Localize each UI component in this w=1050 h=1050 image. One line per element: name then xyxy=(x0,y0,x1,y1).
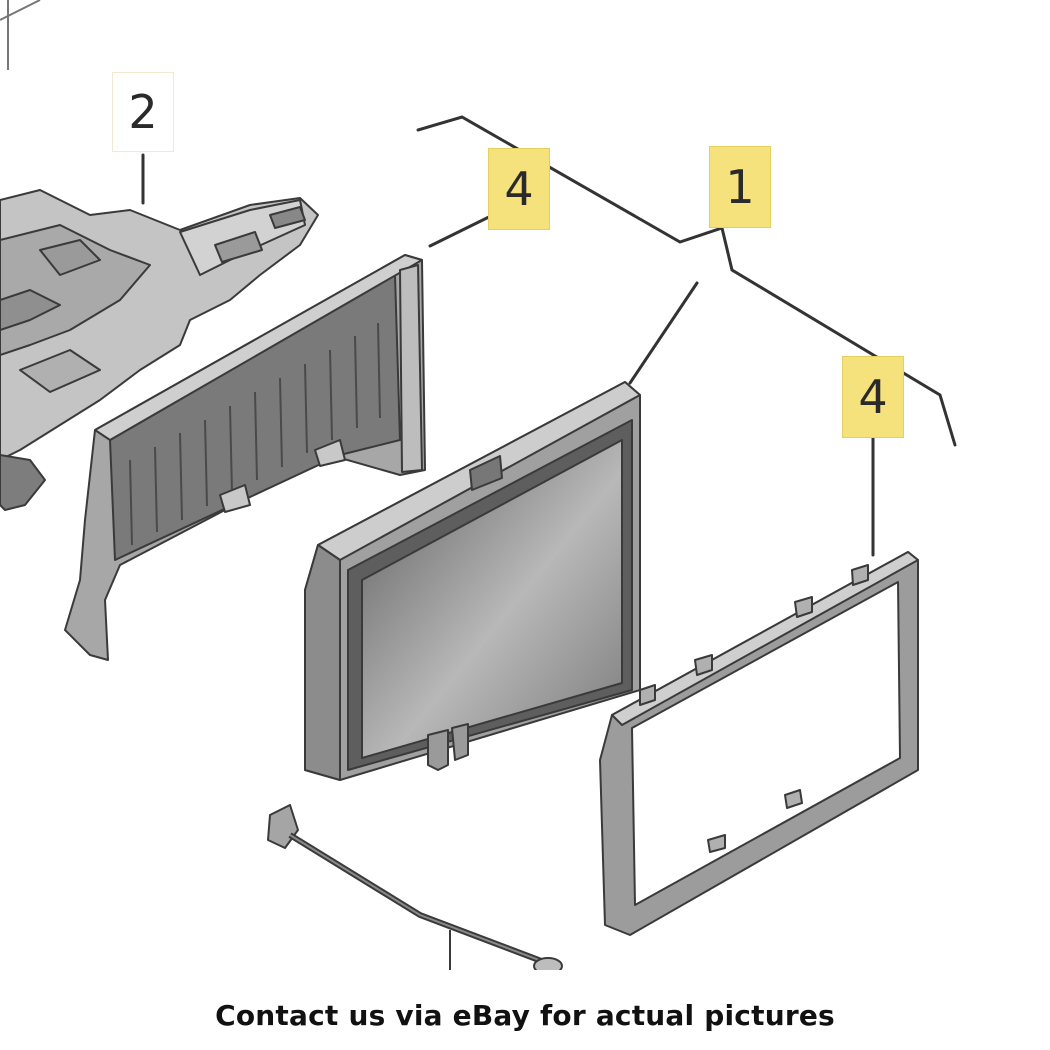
neighbor-part-fragment xyxy=(0,0,41,70)
cable-harness xyxy=(267,804,563,970)
callout-part-2: 2 xyxy=(112,72,174,152)
callout-part-4-left: 4 xyxy=(488,148,550,230)
callout-part-1: 1 xyxy=(709,146,771,228)
part-4-rear-housing xyxy=(64,254,426,661)
leader-lines xyxy=(141,115,957,557)
part-1-display-unit xyxy=(304,381,641,781)
part-4-trim-frame xyxy=(599,551,919,936)
part-2-bracket xyxy=(0,189,319,511)
callout-part-4-right: 4 xyxy=(842,356,904,438)
parts-diagram xyxy=(0,0,957,970)
footer-notice: Contact us via eBay for actual pictures xyxy=(215,998,835,1032)
